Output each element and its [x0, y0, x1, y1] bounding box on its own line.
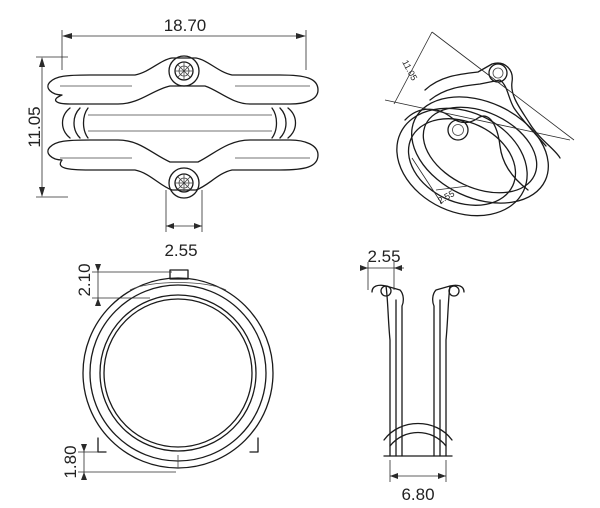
front-view: 18.70 11.05 2.55 [25, 16, 319, 260]
dim-side-top: 2.10 [75, 263, 94, 296]
isometric-view: 11.05 2.55 [384, 31, 575, 217]
side-view: 2.10 1.80 [61, 263, 274, 480]
dim-end-bottom: 6.80 [401, 485, 434, 504]
dim-front-height: 11.05 [25, 106, 44, 147]
dim-side-bottom: 1.80 [61, 445, 80, 478]
end-view: 2.55 6.80 [360, 247, 465, 504]
dim-front-width: 18.70 [164, 16, 207, 35]
dim-front-stone: 2.55 [164, 241, 197, 260]
dim-end-top: 2.55 [367, 247, 400, 266]
